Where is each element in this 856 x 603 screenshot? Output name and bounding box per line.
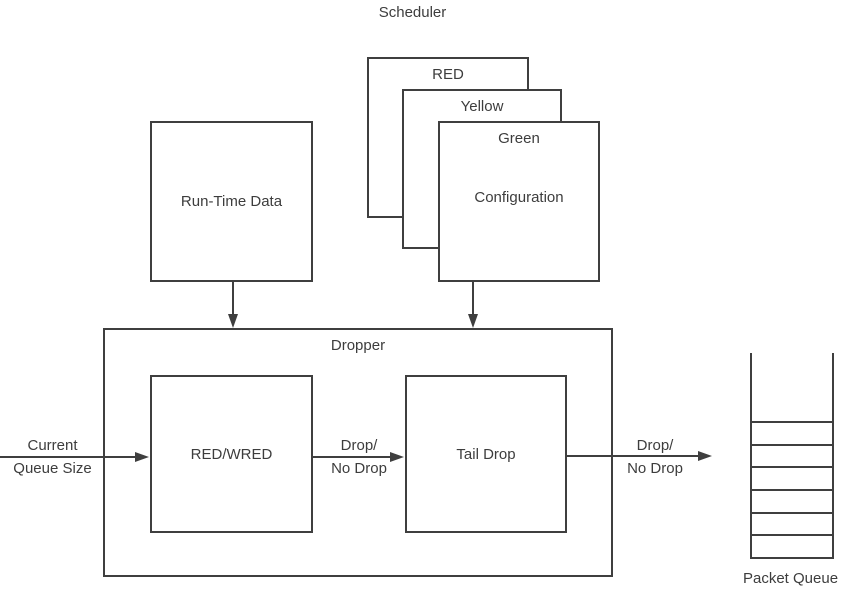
arrow-configuration-to-dropper — [468, 282, 478, 328]
packet-queue-slots — [750, 421, 834, 559]
packet-queue-slot — [750, 489, 834, 512]
scheduler-title: Scheduler — [378, 4, 447, 21]
current-queue-size-label-line2: Queue Size — [13, 460, 92, 477]
drop-nodrop-label-1-line1: Drop/ — [340, 437, 378, 454]
redwred-box: RED/WRED — [150, 375, 313, 533]
arrow-runtime-to-dropper — [228, 282, 238, 328]
drop-nodrop-label-1: Drop/ No Drop — [311, 434, 407, 480]
config-box-red-label: RED — [432, 66, 464, 83]
packet-queue-walls — [750, 353, 834, 559]
current-queue-size-label-line1: Current — [27, 437, 78, 454]
packet-queue-slot — [750, 511, 834, 535]
config-box-green-label: Green — [498, 130, 540, 147]
config-box-green: Green Configuration — [438, 121, 600, 282]
taildrop-box: Tail Drop — [405, 375, 567, 533]
runtime-data-label: Run-Time Data — [180, 193, 283, 210]
redwred-label: RED/WRED — [190, 445, 273, 463]
dropper-label: Dropper — [330, 337, 386, 354]
packet-queue-slot — [750, 421, 834, 444]
config-box-yellow-label: Yellow — [460, 98, 504, 115]
configuration-label: Configuration — [474, 189, 564, 206]
taildrop-label: Tail Drop — [456, 445, 516, 463]
drop-nodrop-label-2-line2: No Drop — [627, 460, 683, 477]
packet-queue-slot — [750, 466, 834, 489]
current-queue-size-label: Current Queue Size — [0, 434, 105, 480]
drop-nodrop-label-1-line2: No Drop — [331, 460, 387, 477]
runtime-data-box: Run-Time Data — [150, 121, 313, 282]
packet-queue-slot — [750, 534, 834, 557]
drop-nodrop-label-2: Drop/ No Drop — [600, 434, 710, 480]
drop-nodrop-label-2-line1: Drop/ — [636, 437, 674, 454]
packet-queue-slot — [750, 443, 834, 467]
packet-queue-label: Packet Queue — [742, 570, 839, 587]
